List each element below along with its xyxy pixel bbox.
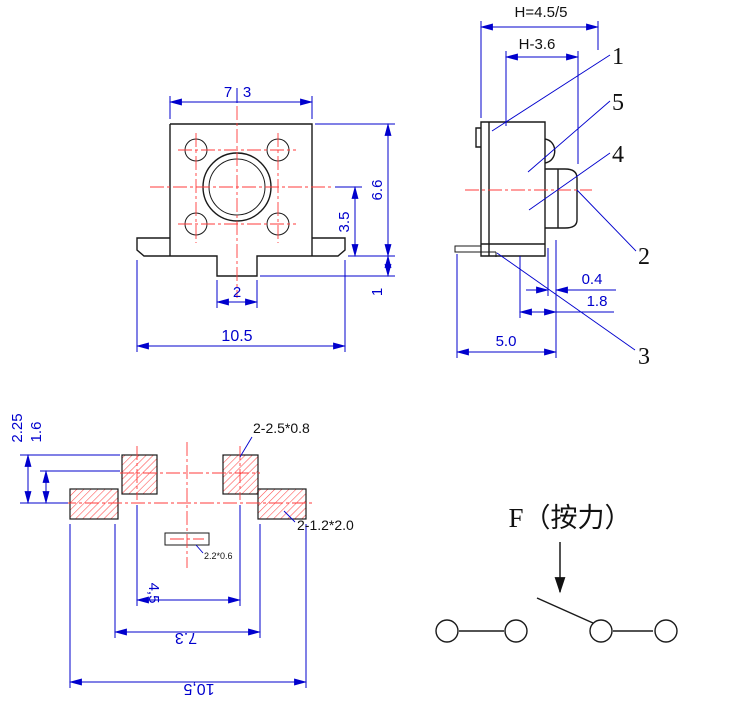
dim-label-10-5-bottom: 10,5 (183, 680, 214, 697)
front-extension-lines (136, 96, 395, 352)
dim-label-5-0: 5.0 (496, 333, 517, 350)
side-button (545, 168, 578, 229)
dim-label-10-5: 10.5 (221, 328, 252, 345)
terminal-circle (589, 619, 613, 643)
dim-label-1-8: 1.8 (587, 293, 608, 310)
callout-leader-3 (496, 252, 636, 351)
callout-leader-2 (576, 189, 637, 252)
side-body-outline (475, 121, 546, 257)
side-view: H=4.5/5 H-3.6 0.4 1.8 5.0 1 5 4 2 3 (454, 4, 650, 370)
footprint-view: 2.25 1.6 4,5 7.3 10,5 2-2.5*0.8 2-1.2*2.… (9, 413, 354, 697)
switch-lever (536, 597, 594, 624)
terminal-circle (504, 619, 528, 643)
slot-leader (195, 544, 204, 554)
slot-label: 2.2*0.6 (204, 551, 233, 561)
footprint-centerlines (62, 442, 314, 568)
dim-label-1-6: 1.6 (28, 422, 45, 443)
pad-large-left (69, 488, 119, 520)
pad-large-right (257, 488, 307, 520)
front-body-outline (136, 123, 346, 277)
callout-5: 5 (612, 90, 624, 116)
pad-small-right (222, 454, 259, 495)
callout-1: 1 (612, 44, 624, 70)
pad-large-leader (283, 510, 296, 523)
terminal-circle (435, 619, 459, 643)
front-centerlines (150, 106, 332, 298)
side-extension-lines (456, 21, 599, 358)
dim-label-7: 7 (224, 84, 232, 101)
side-top-tab (544, 138, 556, 164)
pad-small-label: 2-2.5*0.8 (253, 420, 310, 436)
dim-label-2-25: 2.25 (9, 413, 26, 442)
pad-large-label: 2-1.2*2.0 (297, 517, 354, 533)
dim-label-4-5: 4,5 (145, 583, 162, 604)
dim-label-1: 1 (369, 288, 386, 296)
dim-label-2: 2 (233, 284, 241, 301)
callout-4: 4 (612, 142, 624, 168)
dim-label-h: H=4.5/5 (515, 4, 568, 21)
dim-label-3-5: 3.5 (336, 212, 353, 233)
callout-leader-1 (491, 54, 611, 132)
force-label: F（按力） (508, 503, 631, 533)
callout-leader-5 (527, 100, 611, 173)
dim-label-6-6: 6.6 (369, 180, 386, 201)
terminal-circle (654, 619, 678, 643)
callout-3: 3 (638, 344, 650, 370)
schematic-view: F（按力） (435, 503, 678, 643)
dim-label-7-3: 7.3 (175, 629, 197, 646)
front-view: 7 3 6.6 3.5 1 2 10.5 (135, 84, 395, 352)
dim-label-h-3-6: H-3.6 (519, 36, 556, 53)
callout-leader-4 (528, 152, 611, 211)
side-pin (454, 245, 497, 257)
dim-label-3: 3 (243, 84, 251, 101)
pad-small-leader (239, 436, 253, 458)
callout-2: 2 (638, 244, 650, 270)
pad-small-left (121, 454, 158, 495)
dim-label-0-4: 0.4 (582, 271, 603, 288)
